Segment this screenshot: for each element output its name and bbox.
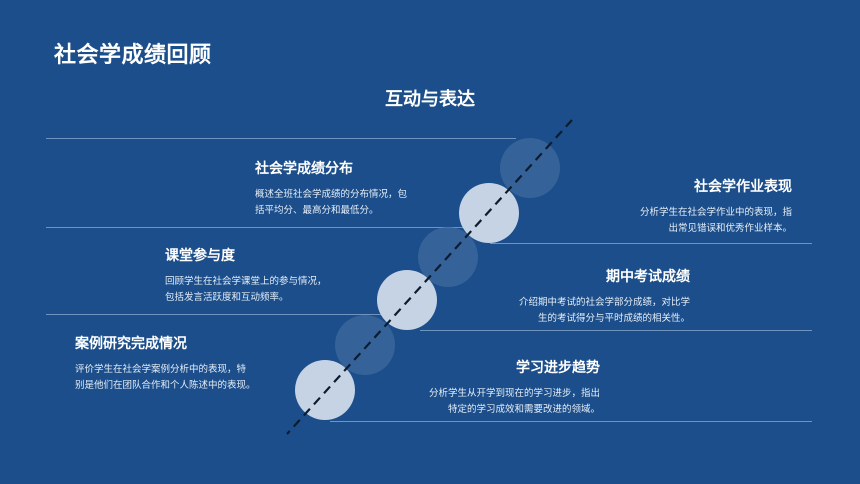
item-heading: 学习进步趋势 — [516, 360, 600, 376]
item-description: 回顾学生在社会学课堂上的参与情况， 包括发言活跃度和互动频率。 — [165, 274, 365, 306]
item-grade-distribution: 社会学成绩分布 概述全班社会学成绩的分布情况，包 括平均分、最高分和最低分。 — [255, 158, 445, 219]
divider-line — [420, 330, 812, 331]
item-description-line: 评价学生在社会学案例分析中的表现，特 — [75, 364, 247, 375]
item-description: 介绍期中考试的社会学部分成绩，对比学 生的考试得分与平时成绩的相关性。 — [490, 295, 690, 327]
divider-line — [490, 243, 812, 244]
item-description: 评价学生在社会学案例分析中的表现，特 别是他们在团队合作和个人陈述中的表现。 — [75, 362, 285, 394]
item-heading: 案例研究完成情况 — [75, 336, 187, 352]
item-description-line: 分析学生从开学到现在的学习进步，指出 — [428, 388, 600, 399]
item-description-line: 概述全班社会学成绩的分布情况，包 — [255, 189, 408, 200]
item-description-line: 介绍期中考试的社会学部分成绩，对比学 — [518, 297, 690, 308]
timeline-node-dim — [500, 138, 560, 198]
item-description-line: 回顾学生在社会学课堂上的参与情况， — [165, 276, 327, 287]
slide-subtitle: 互动与表达 — [385, 89, 475, 110]
timeline-node-light — [295, 360, 355, 420]
item-description-line: 包括发言活跃度和互动频率。 — [165, 292, 289, 303]
item-class-participation: 课堂参与度 回顾学生在社会学课堂上的参与情况， 包括发言活跃度和互动频率。 — [165, 245, 365, 306]
timeline-dashed-line — [286, 119, 573, 435]
item-description-line: 括平均分、最高分和最低分。 — [255, 205, 379, 216]
timeline-node-dim — [335, 315, 395, 375]
item-description: 分析学生在社会学作业中的表现，指 出常见错误和优秀作业样本。 — [580, 205, 792, 237]
item-heading: 课堂参与度 — [165, 248, 235, 264]
item-heading: 社会学成绩分布 — [255, 161, 353, 177]
divider-line — [46, 227, 464, 228]
item-description-line: 分析学生在社会学作业中的表现，指 — [639, 207, 792, 218]
slide-title: 社会学成绩回顾 — [54, 43, 212, 68]
item-case-study: 案例研究完成情况 评价学生在社会学案例分析中的表现，特 别是他们在团队合作和个人… — [75, 333, 285, 394]
timeline-node-light — [377, 270, 437, 330]
item-heading: 社会学作业表现 — [694, 179, 792, 195]
divider-line — [46, 314, 401, 315]
item-description-line: 生的考试得分与平时成绩的相关性。 — [537, 313, 690, 324]
divider-line — [330, 421, 812, 422]
item-progress-trend: 学习进步趋势 分析学生从开学到现在的学习进步，指出 特定的学习成效和需要改进的领… — [400, 357, 600, 418]
item-description-line: 特定的学习成效和需要改进的领域。 — [447, 404, 600, 415]
item-description-line: 别是他们在团队合作和个人陈述中的表现。 — [75, 380, 256, 391]
item-heading: 期中考试成绩 — [606, 269, 690, 285]
item-description-line: 出常见错误和优秀作业样本。 — [668, 223, 792, 234]
item-description: 概述全班社会学成绩的分布情况，包 括平均分、最高分和最低分。 — [255, 187, 445, 219]
divider-line — [46, 138, 516, 139]
item-midterm-grades: 期中考试成绩 介绍期中考试的社会学部分成绩，对比学 生的考试得分与平时成绩的相关… — [490, 266, 690, 327]
item-description: 分析学生从开学到现在的学习进步，指出 特定的学习成效和需要改进的领域。 — [400, 386, 600, 418]
item-homework-performance: 社会学作业表现 分析学生在社会学作业中的表现，指 出常见错误和优秀作业样本。 — [580, 176, 792, 237]
